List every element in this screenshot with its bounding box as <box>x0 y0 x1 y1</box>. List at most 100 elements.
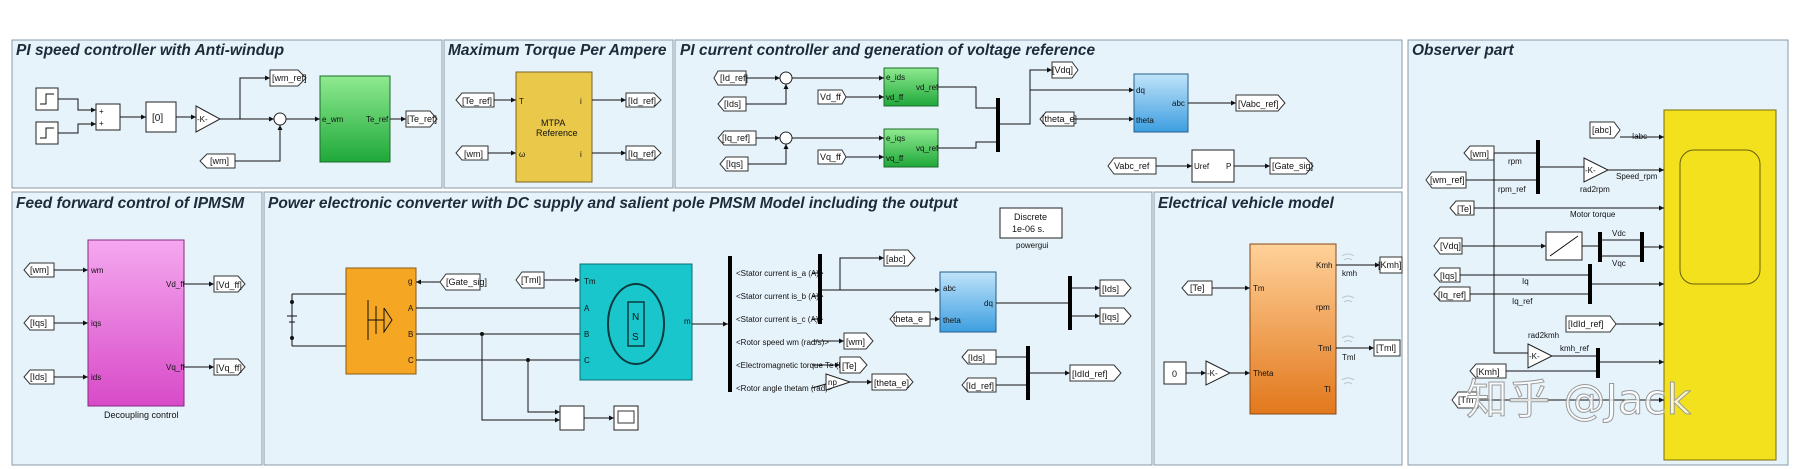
mtpa-block[interactable] <box>515 71 593 183</box>
from-gate-sig[interactable] <box>439 273 481 291</box>
sum-d-circle[interactable] <box>779 71 793 85</box>
goto-gate-sig[interactable] <box>1269 157 1314 175</box>
from-tml[interactable] <box>515 271 545 289</box>
from-iq-ref[interactable] <box>717 130 757 146</box>
goto-theta-e[interactable] <box>871 373 914 391</box>
obs-gain-kmh-label: -K- <box>1529 352 1540 361</box>
motor-icon <box>607 283 665 365</box>
goto-vd-ff[interactable] <box>213 275 246 293</box>
gain-block[interactable] <box>195 105 222 133</box>
pe-from-id-ref-label: [Id_ref] <box>966 381 994 391</box>
from-vabc-ref-label: Vabc_ref <box>1114 161 1150 171</box>
from-wm-mtpa[interactable] <box>455 145 489 161</box>
obs-lbl-rpm-ref: rpm_ref <box>1498 185 1526 194</box>
obs-from-iqs[interactable] <box>1433 267 1461 283</box>
veh-from-te[interactable] <box>1181 280 1213 296</box>
sum-measure-block[interactable] <box>559 405 585 431</box>
sel-is-b: <Stator current is_b (A)> <box>736 292 824 301</box>
abc-to-dq-converter[interactable] <box>939 271 997 333</box>
goto-ids[interactable] <box>1099 279 1132 297</box>
conv-theta-port: theta <box>1136 116 1154 125</box>
goto-iqs[interactable] <box>1099 307 1132 325</box>
from-ids[interactable] <box>717 96 747 112</box>
veh-constant-label: 0 <box>1172 369 1177 379</box>
obs-from-vdq[interactable] <box>1433 237 1463 255</box>
obs-lbl-rad2kmh: rad2kmh <box>1528 331 1559 340</box>
goto-wm-ref[interactable] <box>269 69 307 87</box>
step-source-1[interactable] <box>35 87 59 111</box>
ff-from-wm[interactable] <box>23 262 55 278</box>
gain-label: -K- <box>197 115 208 124</box>
pi-q-controller[interactable] <box>883 128 939 168</box>
from-vq-ff[interactable] <box>817 149 847 165</box>
pi-speed-in-label: e_wm <box>322 115 344 124</box>
goto-wm[interactable] <box>843 332 874 350</box>
step-source-2[interactable] <box>35 121 59 145</box>
ff-port-ids: ids <box>91 373 101 382</box>
sum-q-circle[interactable] <box>779 131 793 145</box>
ff-from-iqs[interactable] <box>23 315 55 331</box>
obs-from-idid[interactable] <box>1565 315 1617 333</box>
obs-from-idid-label: [IdId_ref] <box>1568 319 1604 329</box>
obs-from-iq-ref[interactable] <box>1433 286 1471 302</box>
from-iqs[interactable] <box>719 156 749 172</box>
pe-from-theta[interactable] <box>889 311 931 327</box>
from-te-ref[interactable] <box>455 92 495 108</box>
goto-vq-ff[interactable] <box>213 358 246 376</box>
pe-from-theta-label: theta_e <box>893 314 923 324</box>
goto-vdq[interactable] <box>1051 61 1079 79</box>
inverter-block[interactable] <box>345 267 417 375</box>
from-wm-mtpa-label: [wm] <box>464 149 483 159</box>
gain-np[interactable] <box>825 373 852 391</box>
from-vd-ff[interactable] <box>817 89 847 105</box>
obs-from-kmh[interactable] <box>1469 363 1507 379</box>
from-id-ref[interactable] <box>713 70 747 86</box>
pwm-generator[interactable] <box>1191 149 1235 183</box>
goto-kmh[interactable] <box>1379 256 1403 274</box>
goto-iq-ref[interactable] <box>625 145 662 161</box>
pe-from-ids[interactable] <box>961 349 997 365</box>
goto-idid-ref[interactable] <box>1069 364 1122 382</box>
from-vabc-ref[interactable] <box>1107 157 1157 175</box>
obs-from-wm[interactable] <box>1463 145 1495 161</box>
goto-tml[interactable] <box>1373 339 1401 357</box>
obs-lbl-iq: Iq <box>1522 277 1529 286</box>
obs-gain-kmh[interactable] <box>1527 343 1554 369</box>
obs-gain-rpm[interactable] <box>1583 157 1610 183</box>
obs-lbl-motor-torque: Motor torque <box>1570 210 1616 219</box>
veh-gain[interactable] <box>1205 360 1232 386</box>
powergui-block[interactable] <box>999 207 1063 239</box>
from-iq-ref-label: [Iq_ref] <box>722 133 750 143</box>
observer-scope-block[interactable] <box>1663 109 1777 461</box>
veh-lbl-tml: Tml <box>1342 353 1356 362</box>
pi-d-controller[interactable] <box>883 67 939 107</box>
obs-from-wm-ref[interactable] <box>1425 171 1467 189</box>
error-sum-circle[interactable] <box>273 112 287 126</box>
goto-vabc-ref[interactable] <box>1235 94 1286 112</box>
decoupling-control-block[interactable] <box>87 239 185 407</box>
ff-port-vq: Vq_ff <box>166 363 185 372</box>
pi-speed-controller[interactable] <box>319 75 391 163</box>
goto-id-ref[interactable] <box>625 92 662 108</box>
pe-from-id-ref[interactable] <box>961 377 997 393</box>
vehicle-model-block[interactable] <box>1249 243 1337 415</box>
obs-from-te[interactable] <box>1449 200 1475 216</box>
obs-from-tm[interactable] <box>1451 391 1479 409</box>
mtpa-block-line1: MTPA <box>541 118 565 128</box>
power-electronics-blocks: g A B C [Gate_sig] [Tml] Tm A B C m N S <box>287 207 1132 431</box>
from-theta-e[interactable] <box>1039 111 1075 127</box>
ff-from-ids[interactable] <box>23 369 55 385</box>
ff-port-iqs: iqs <box>91 319 101 328</box>
dq-to-abc-converter[interactable] <box>1133 73 1189 133</box>
goto-te[interactable] <box>839 356 868 374</box>
goto-te-ref[interactable] <box>405 110 438 128</box>
motor-pole-n: N <box>632 312 639 323</box>
from-wm[interactable] <box>199 153 236 169</box>
pi-q-in2: vq_ff <box>886 154 904 163</box>
sel-is-a: <Stator current is_a (A)> <box>736 269 824 278</box>
obs-from-abc[interactable] <box>1589 121 1621 139</box>
goto-abc[interactable] <box>883 249 916 267</box>
from-gate-sig-label: [Gate_sig] <box>446 277 487 287</box>
sel-te: <Electromagnetic torque Te (N*m)> <box>736 361 862 370</box>
goto-ids-label: [Ids] <box>1102 284 1119 294</box>
